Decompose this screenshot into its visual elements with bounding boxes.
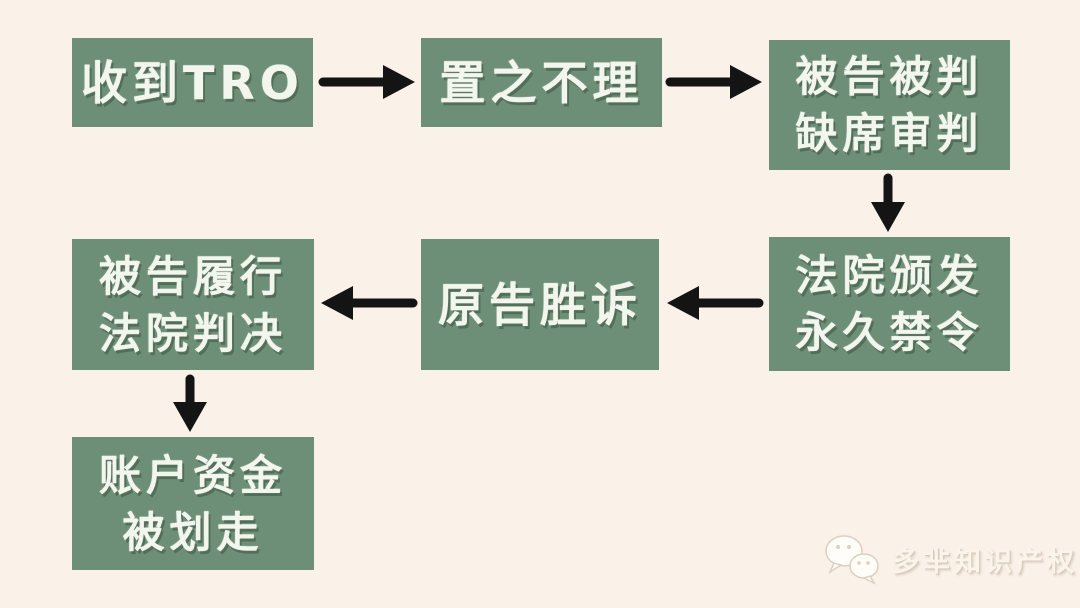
arrow-right-2 (665, 65, 762, 99)
arrow-down-2 (173, 374, 207, 432)
flow-node-plaintiff-wins: 原告胜诉 (421, 239, 659, 370)
brand-name: 多芈知识产权 (892, 546, 1078, 578)
node-label-line-2: 被划走 (122, 507, 264, 557)
node-label-line-1: 被告被判 (795, 52, 984, 101)
node-label-line-2: 永久禁令 (795, 308, 984, 357)
node-label-line-2: 缺席审判 (795, 109, 984, 158)
node-label-line-1: 账户资金 (98, 450, 287, 500)
flow-node-default-judgment: 被告被判 缺席审判 (769, 40, 1010, 170)
node-label: 原告胜诉 (438, 277, 642, 332)
flow-node-funds-deducted: 账户资金 被划走 (72, 437, 314, 570)
node-label-line-1: 被告履行 (98, 251, 287, 301)
brand-watermark: 多芈知识产权 (822, 532, 1080, 586)
flow-node-received-tro: 收到TRO (72, 38, 313, 127)
node-label: 置之不理 (439, 55, 644, 110)
arrow-left-1 (667, 286, 764, 320)
node-label: 收到TRO (81, 55, 304, 110)
arrow-right-1 (318, 65, 415, 99)
flow-node-ignore-it: 置之不理 (421, 38, 662, 127)
node-label-line-1: 法院颁发 (795, 251, 984, 300)
wechat-bubbles-icon (825, 535, 879, 585)
arrow-down-1 (871, 173, 905, 232)
flow-node-fulfill-judgment: 被告履行 法院判决 (72, 239, 314, 370)
node-label-line-2: 法院判决 (98, 308, 287, 358)
flow-node-permanent-injunction: 法院颁发 永久禁令 (769, 237, 1010, 371)
arrow-left-2 (321, 286, 418, 320)
